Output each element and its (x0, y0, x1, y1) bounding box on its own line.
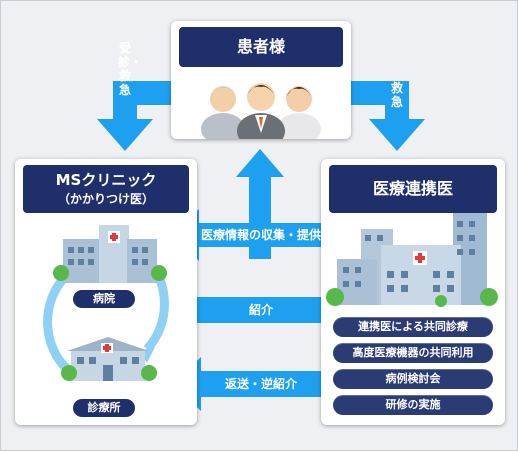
patient-box: 患者様 (171, 21, 351, 139)
hospital-building-icon (53, 225, 167, 283)
clinic-illustrations (43, 225, 169, 381)
arrow-emergency (351, 56, 425, 151)
clinic-title-line2: （かかりつけ医） (57, 192, 155, 206)
arrow-information-exchange (173, 149, 349, 261)
service-training: 研修の実施 (333, 395, 493, 415)
partner-title: 医療連携医 (329, 165, 497, 213)
service-equipment-sharing: 高度医療機器の共同利用 (333, 343, 493, 363)
partner-box: 医療連携医 連携医による共同診療 高度医療機器の共同利用 (321, 159, 505, 425)
info-exchange-label: 医療情報の収集・提供 (200, 228, 321, 242)
return-referral-label: 返送・逆紹介 (224, 377, 297, 391)
emergency-label: 救急 (390, 81, 403, 109)
service-case-conference: 病例検討会 (333, 369, 493, 389)
service-joint-care: 連携医による共同診療 (333, 317, 493, 337)
clinic-building-icon (61, 337, 157, 381)
hospital-label: 病院 (73, 290, 135, 308)
referral-label: 紹介 (248, 303, 273, 317)
arrow-return (173, 357, 324, 411)
clinic-label: 診療所 (73, 399, 135, 417)
clinic-box: MSクリニック （かかりつけ医） (15, 159, 197, 425)
clinic-title: MSクリニック （かかりつけ医） (23, 165, 189, 213)
patient-title: 患者様 (179, 27, 343, 67)
cycle-arrow-left (43, 273, 71, 373)
partner-hospital-icon (326, 213, 498, 307)
arrow-consult-emergency (97, 56, 171, 151)
arrow-referral (196, 283, 347, 337)
clinic-title-line1: MSクリニック (55, 171, 157, 189)
consult-emergency-label: 受診・救急 (118, 41, 143, 97)
people-icon (201, 83, 321, 139)
